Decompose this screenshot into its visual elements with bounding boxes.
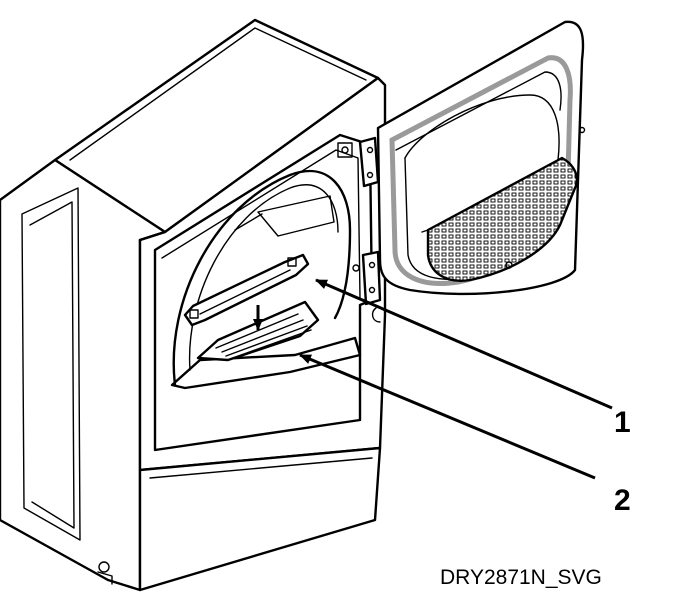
dryer-door [376,20,586,296]
callout-1-label: 1 [614,406,631,439]
figure-id: DRY2871N_SVG [440,566,602,589]
door-opening [153,133,374,452]
callout-2-label: 2 [614,484,631,517]
callout-leaders [299,278,613,480]
door-hinges [358,136,382,323]
lint-filter-opening [183,253,310,327]
lint-filter [196,300,320,362]
